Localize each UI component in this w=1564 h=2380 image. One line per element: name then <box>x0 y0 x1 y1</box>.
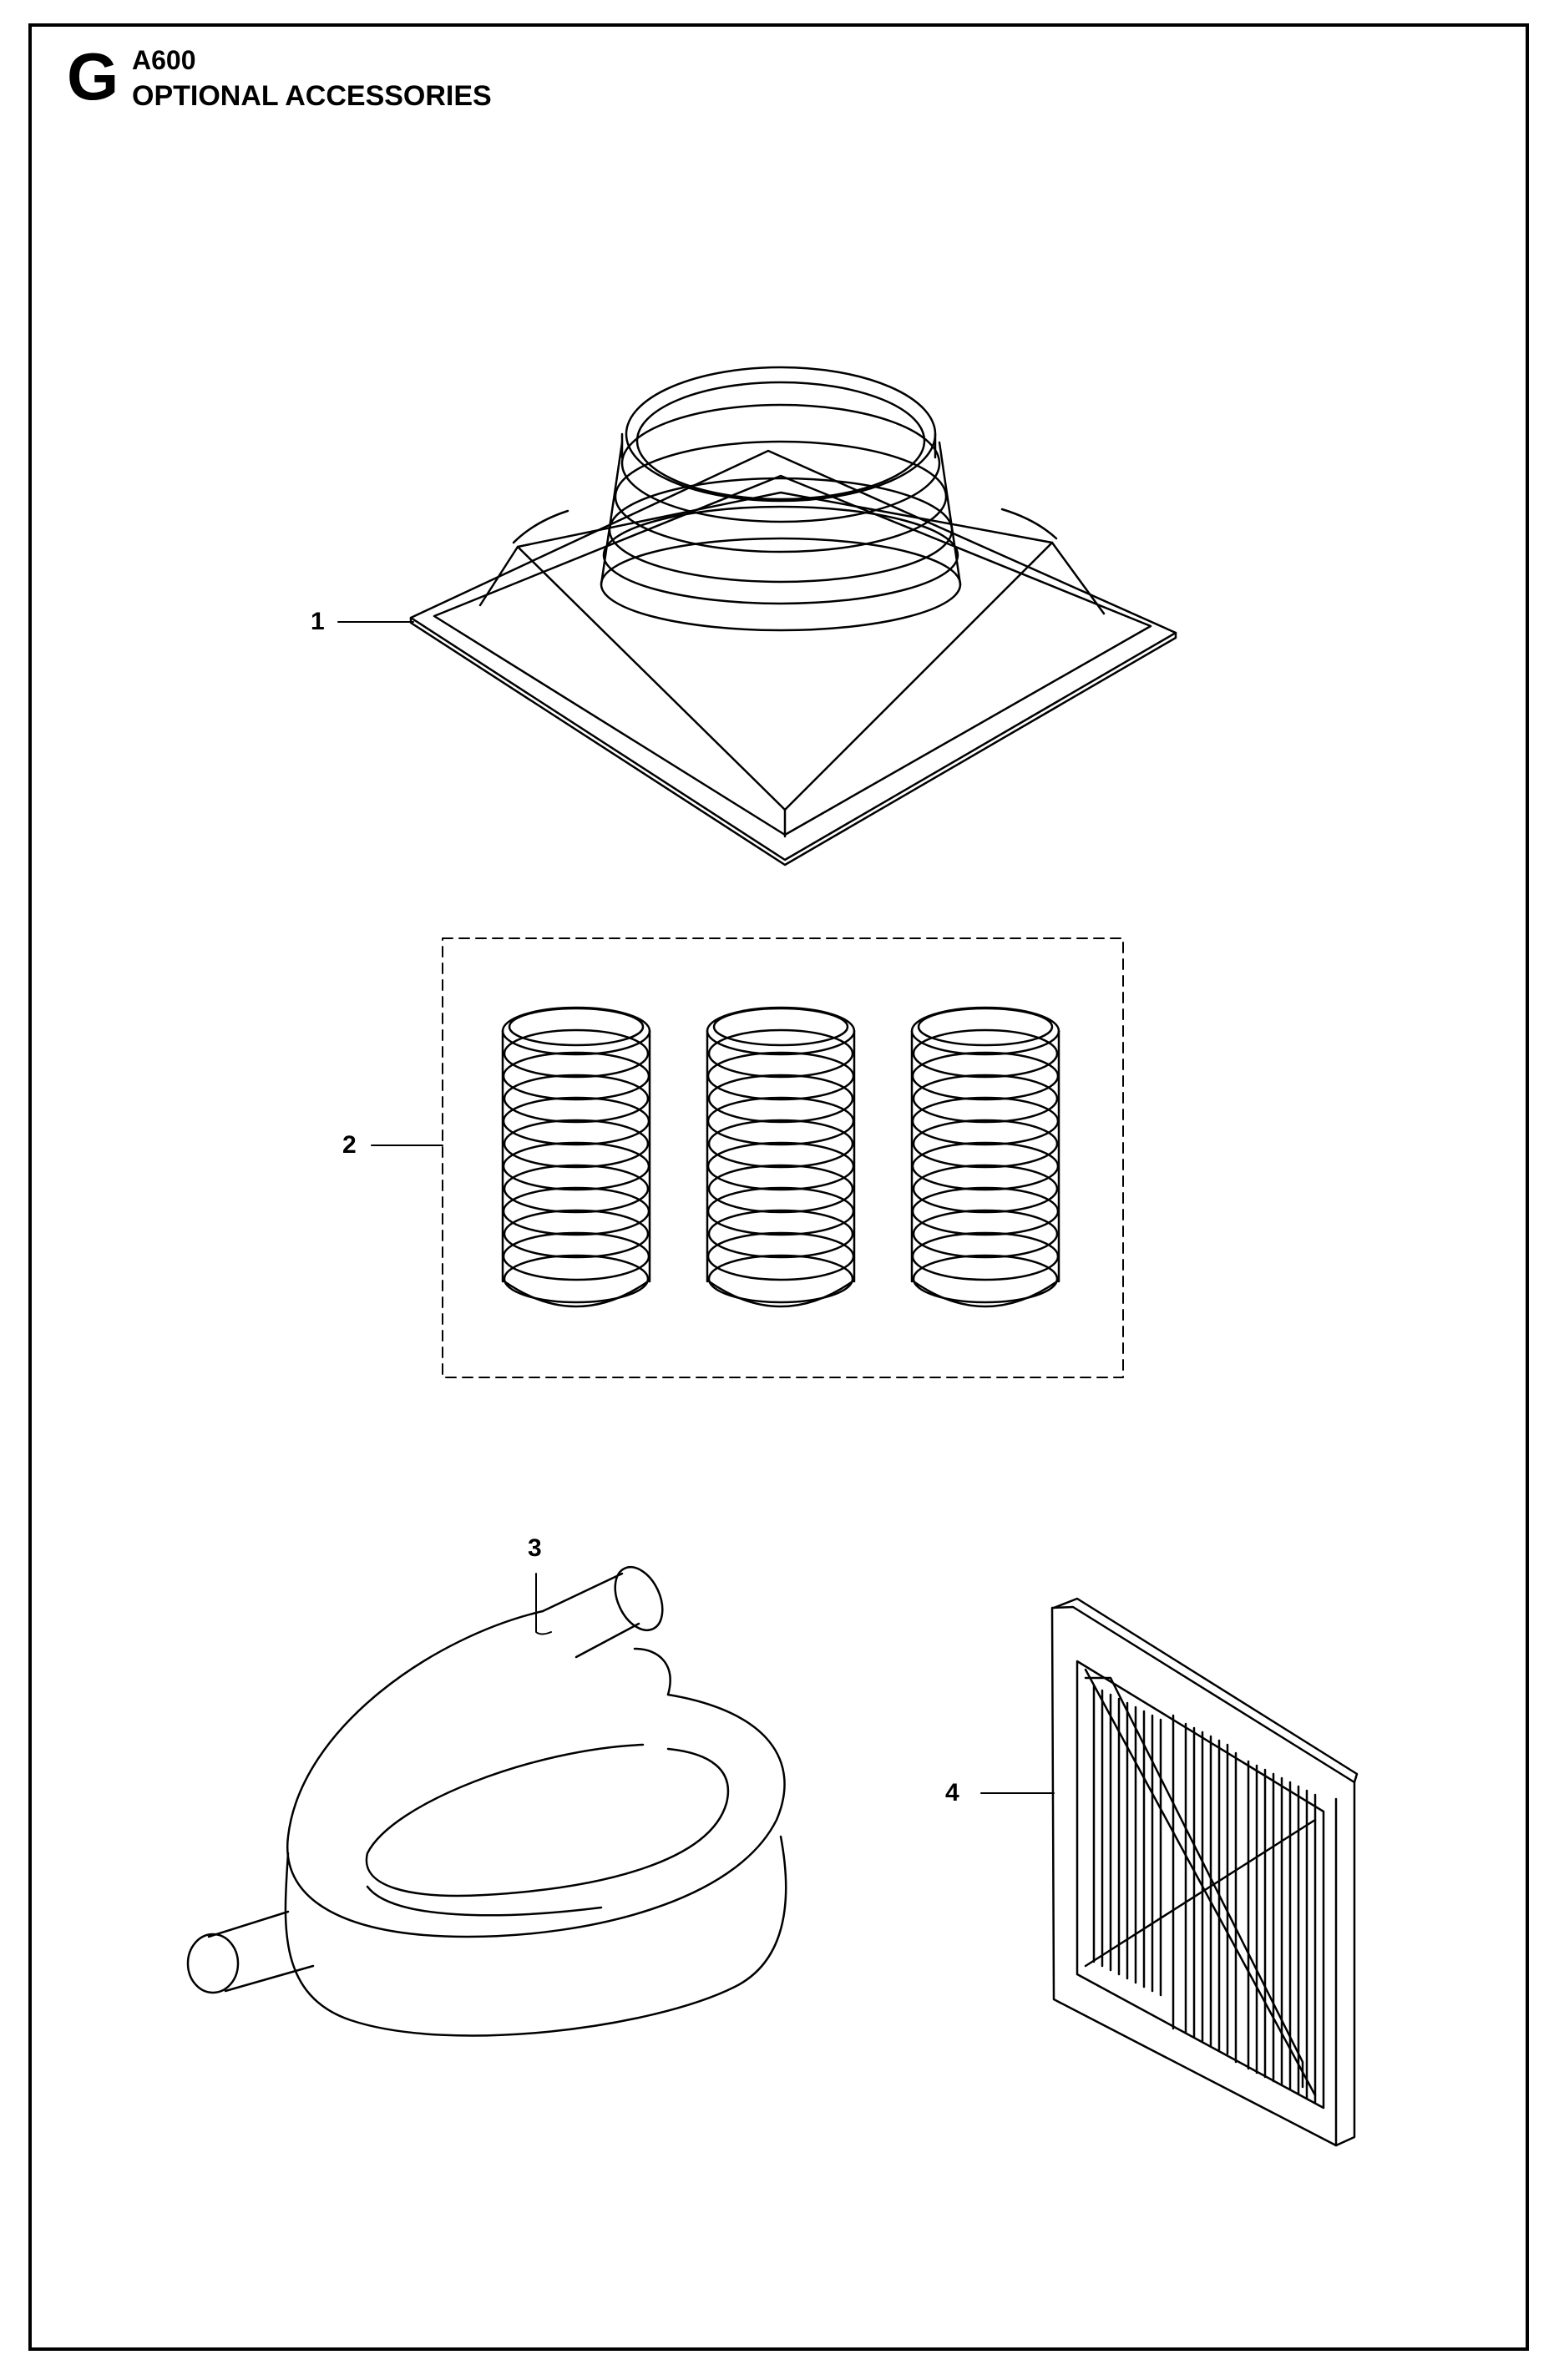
part-2-hose-section-set <box>442 937 1124 1378</box>
section-letter: G <box>67 39 119 114</box>
callout-leaders <box>337 621 1055 1794</box>
page-title: OPTIONAL ACCESSORIES <box>132 80 492 112</box>
callout-3: 3 <box>528 1534 542 1562</box>
callout-2: 2 <box>342 1131 357 1159</box>
model-name: A600 <box>132 45 196 75</box>
callout-4: 4 <box>945 1779 959 1806</box>
part-4-filter-panel <box>1050 1597 1359 2147</box>
part-1-adapter-hood <box>409 366 1177 867</box>
callout-1: 1 <box>311 608 325 635</box>
leader-3 <box>535 1573 552 1635</box>
drawing-frame <box>28 23 1529 2351</box>
part-3-coiled-hose <box>186 1565 787 2037</box>
